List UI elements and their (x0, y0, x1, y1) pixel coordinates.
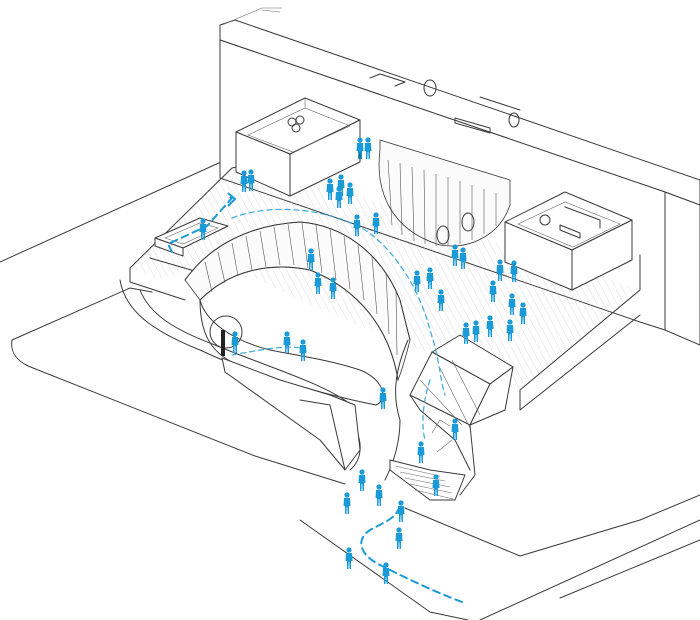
person-figure (299, 339, 307, 361)
person-figure (397, 500, 405, 522)
person-figure (395, 527, 403, 549)
left-rooftop-box (235, 97, 361, 197)
right-rooftop-box (504, 191, 633, 291)
sunken-court (119, 279, 409, 481)
site-ground (0, 156, 700, 620)
person-figure (417, 441, 425, 463)
curved-glass-facade (184, 221, 411, 382)
central-glass-bay (378, 139, 511, 247)
person-figure (345, 547, 353, 569)
person-figure (343, 492, 351, 514)
person-figure (358, 469, 366, 491)
stair (389, 419, 466, 501)
circulation-path (166, 192, 463, 603)
person-figure (379, 387, 387, 409)
rooftop-chairs (287, 115, 305, 133)
person-figure (283, 331, 291, 353)
person-figure (375, 484, 383, 506)
sign-post (221, 330, 225, 356)
person-figure (231, 331, 239, 353)
person-figure (451, 418, 459, 440)
entrance-pavilion (389, 334, 514, 501)
